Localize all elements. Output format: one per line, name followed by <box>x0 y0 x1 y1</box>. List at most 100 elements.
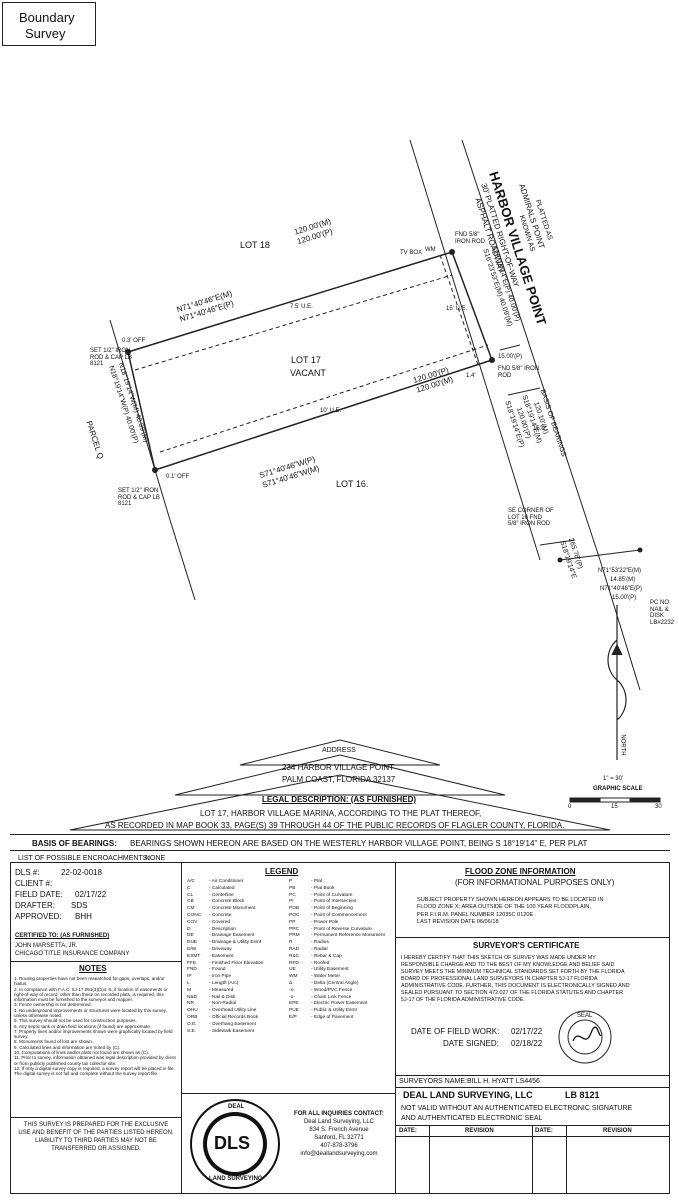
legend-abbr: O.E. <box>187 1021 197 1027</box>
certified-line-2: CHICAGO TITLE INSURANCE COMPANY <box>15 951 130 957</box>
legend-row: RAD- Radial <box>289 947 393 954</box>
legend-row: DUE- Drainage & Utility Esmt <box>187 940 287 947</box>
legend-row: FND- Found <box>187 967 287 974</box>
disclaimer-line: THIS SURVEY IS PREPARED FOR THE EXCLUSIV… <box>23 1122 169 1128</box>
legend-desc: - Point of Curvature <box>311 892 353 898</box>
field-work-value: 02/17/22 <box>511 1027 543 1036</box>
dls-logo-icon <box>190 1099 280 1189</box>
cert-line: BOARD OF PROFESSIONAL LAND SURVEYORS IN … <box>401 976 598 983</box>
seal-label: SEAL <box>577 1013 593 1019</box>
surveyor-seal-icon <box>558 1010 612 1064</box>
field-date-label: FIELD DATE: <box>15 890 63 899</box>
legend-row: P - Plat <box>289 879 393 886</box>
legend-abbr: EPE <box>289 1001 299 1007</box>
legend-row: DE- Drainage Easement <box>187 933 287 940</box>
inquiries-label: FOR ALL INQUIRIES CONTACT: <box>294 1111 384 1117</box>
flood-label: FLOOD ZONE INFORMATION <box>465 867 576 876</box>
legend-row: D/W- Driveway <box>187 947 287 954</box>
parcel-line-west-ext <box>169 519 196 601</box>
legend-row: WM- Water Meter <box>289 974 393 981</box>
address-line-1: 234 HARBOR VILLAGE POINT <box>282 763 395 772</box>
scale-tick-30: 30 <box>655 804 662 810</box>
note-item: 4. No underground improvements or struct… <box>14 1007 167 1018</box>
legend-abbr: P <box>289 879 293 884</box>
legend-abbr: C <box>187 885 191 891</box>
legend-abbr: PP <box>289 919 296 925</box>
legend-desc: - Iron Pipe <box>209 974 232 980</box>
title-line-2: Survey <box>25 26 66 41</box>
legend-row: POC- Point of Commencement <box>289 913 393 920</box>
legend-desc: - Plat <box>311 879 323 884</box>
basis-text: BEARINGS SHOWN HEREON ARE BASED ON THE W… <box>130 839 588 848</box>
legend-abbr: ORB <box>187 1014 198 1020</box>
legend-desc: - Nail & Disk <box>209 994 236 1000</box>
flood-text: SUBJECT PROPERTY SHOWN HEREON APPEARS TO… <box>417 897 667 926</box>
legend-row: RFD- Roofed <box>289 961 393 968</box>
note-item: 12. If only a digital survey copy is req… <box>14 1065 175 1071</box>
tie-distance-m: 14.85'(M) <box>610 577 636 583</box>
offset-1: 0.3' OFF <box>122 338 146 344</box>
legend-desc: - Radial <box>311 946 328 952</box>
legend-abbr: NR <box>187 1001 194 1007</box>
legend-abbr: DE <box>187 933 194 939</box>
corner-lot16-monument <box>557 557 563 563</box>
tv-box: TV BOX <box>400 250 423 256</box>
drafter-label: DRAFTER: <box>15 901 55 910</box>
legend-desc: - Calculated <box>209 885 235 891</box>
north-arrow-icon <box>607 605 627 760</box>
validity-warning-2: AND AUTHENTICATED ELECTRONIC SEAL <box>401 1115 543 1122</box>
corner-se-monument <box>489 357 495 363</box>
title-block-frame <box>69 739 611 831</box>
legend-abbr: CB <box>187 899 194 905</box>
flood-line: PER F.I.R.M. PANEL NUMBER 12035C 0120E <box>417 911 534 918</box>
flood-sub: (FOR INFORMATIONAL PURPOSES ONLY) <box>455 878 615 887</box>
note-item: 11. Prior to survey, information obtaine… <box>14 1055 176 1066</box>
easement-road <box>439 254 479 366</box>
flood-line: FLOOD ZONE X; AREA OUTSIDE OF THE 100 YE… <box>417 904 591 911</box>
legend-row: EPE- Electric Power Easement <box>289 1001 393 1008</box>
lot-18-label: LOT 18 <box>240 240 270 250</box>
address-label: ADDRESS <box>322 747 356 754</box>
easement-north <box>134 274 453 371</box>
legend-abbr: A/C <box>187 879 195 884</box>
water-meter: WM <box>425 247 436 253</box>
contact-email[interactable]: info@deallandsurveying.com <box>300 1151 378 1158</box>
legend-row: PRC- Point of Reverse Curvature <box>289 927 393 934</box>
easement-south <box>159 344 489 453</box>
tie-bearing-m: N71°53'22"E(M) <box>598 568 642 574</box>
legend-abbr: PRM <box>289 933 300 939</box>
legend-row: ESMT- Easement <box>187 954 287 961</box>
encroachments-value: NONE <box>145 855 166 862</box>
legend-label: LEGEND <box>265 867 299 876</box>
legend-row: FFE- Finished Floor Elevation <box>187 961 287 968</box>
scale-tick-0: 0 <box>568 804 572 810</box>
legend-desc: - Non-Radial <box>209 1001 236 1007</box>
contact-address-2: 834 S. French Avenue <box>309 1127 369 1134</box>
notes-label: NOTES <box>79 964 107 973</box>
corner-se-note: SE CORNER OF LOT 16 FND 5/8" IRON ROD <box>508 508 554 528</box>
approved-value: BHH <box>75 912 92 921</box>
revisions-header-date-2: DATE: <box>535 1128 553 1134</box>
corner-nw-monument <box>125 349 131 355</box>
legend-desc: - Drainage & Utility Esmt <box>209 940 262 946</box>
legend-desc: - Easement <box>209 953 234 959</box>
legend-desc: - Wood/PVC Fence <box>311 987 353 993</box>
legend-row: D- Description <box>187 927 287 934</box>
logo-bottom-text: LAND SURVEYING <box>209 1176 263 1182</box>
legend-row: NR - Non-Radial <box>187 1001 287 1008</box>
scale-ratio: 1" = 30' <box>603 776 624 782</box>
survey-plat-drawing <box>109 139 661 803</box>
corner-sw-monument <box>152 467 158 473</box>
legend-desc: - Delta (Central Angle) <box>311 980 359 986</box>
legend-row: R&C- Rebar & Cap <box>289 954 393 961</box>
legend-desc: - Air Conditioner <box>209 879 244 884</box>
road-edge-west <box>409 139 541 561</box>
corner-ne-monument <box>449 249 455 255</box>
legend-row: PRM- Permanent Reference Monument <box>289 933 393 940</box>
pc-note: PC NO NAIL & DISK LB#2232 <box>650 600 675 626</box>
disclaimer-line: TRANSFERRED OR ASSIGNED. <box>51 1146 141 1153</box>
revisions-header-revision: REVISION <box>465 1128 494 1134</box>
